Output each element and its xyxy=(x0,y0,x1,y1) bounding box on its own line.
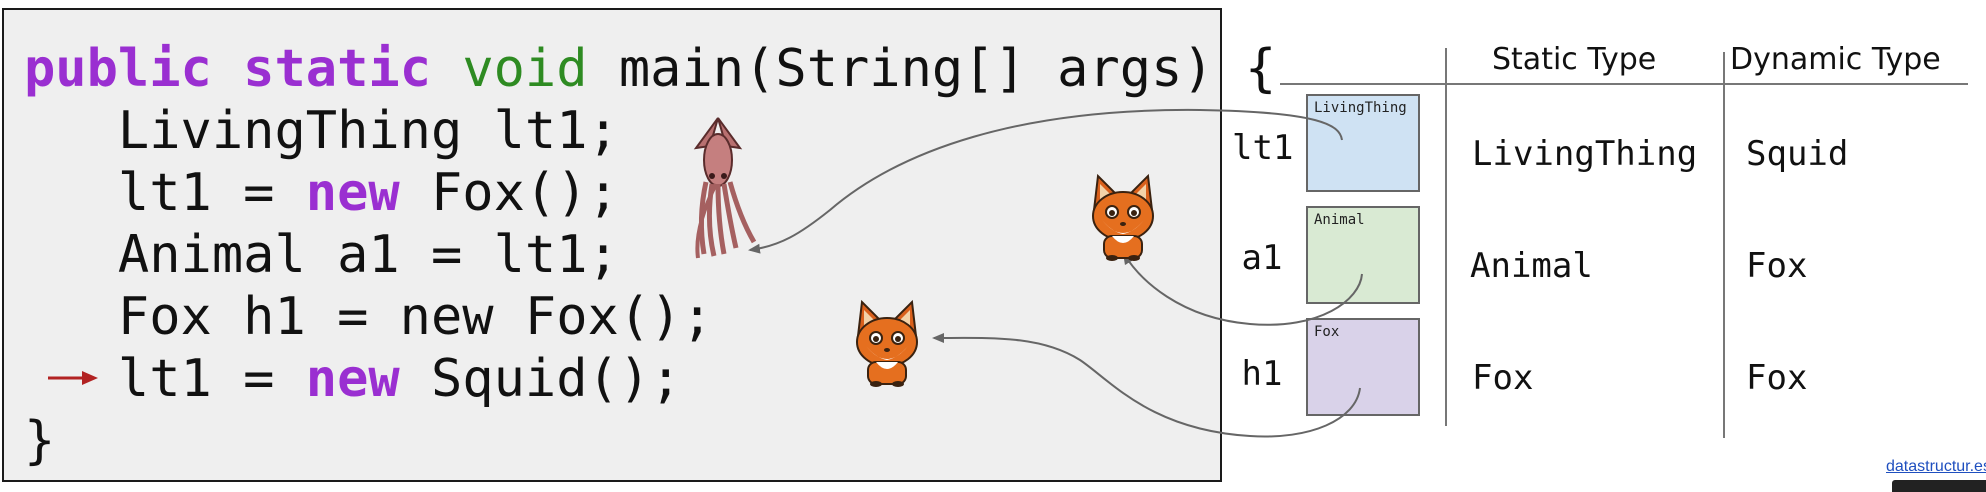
space xyxy=(431,39,462,99)
code-text: Fox(); xyxy=(399,163,619,223)
code-text: main(String[] args) { xyxy=(587,39,1277,99)
code-text: Squid(); xyxy=(399,349,682,409)
box-label-livingthing: LivingThing xyxy=(1314,100,1407,116)
box-label-fox: Fox xyxy=(1314,324,1340,340)
license-badge-icon xyxy=(1892,480,1986,492)
var-label-h1: h1 xyxy=(1241,354,1283,394)
box-lt1: LivingThing xyxy=(1306,94,1420,192)
current-line-arrow-icon xyxy=(48,371,98,385)
code-text: lt1 = xyxy=(24,163,306,223)
box-h1: Fox xyxy=(1306,318,1420,416)
keyword-void: void xyxy=(462,39,588,99)
code-panel: public static void main(String[] args) {… xyxy=(2,8,1276,482)
header-dynamic-type: Dynamic Type xyxy=(1730,42,1941,77)
space xyxy=(212,39,243,99)
dynamic-type-lt1: Squid xyxy=(1746,134,1849,174)
static-type-lt1: LivingThing xyxy=(1472,134,1698,174)
code-line-6: lt1 = new Squid(); xyxy=(24,348,682,410)
var-label-lt1: lt1 xyxy=(1232,128,1294,168)
code-line-1: public static void main(String[] args) { xyxy=(24,38,1276,100)
static-type-a1: Animal xyxy=(1470,246,1593,286)
keyword-new: new xyxy=(305,163,400,223)
header-static-type: Static Type xyxy=(1492,42,1657,77)
code-line-5: Fox h1 = new Fox(); xyxy=(24,287,713,347)
keyword-public: public xyxy=(24,39,212,99)
code-line-2: LivingThing lt1; xyxy=(24,101,619,161)
dynamic-type-h1: Fox xyxy=(1746,358,1808,398)
var-label-a1: a1 xyxy=(1241,238,1283,278)
code-line-4: Animal a1 = lt1; xyxy=(24,225,619,285)
box-a1: Animal xyxy=(1306,206,1420,304)
static-type-h1: Fox xyxy=(1472,358,1534,398)
keyword-new: new xyxy=(305,349,400,409)
box-label-animal: Animal xyxy=(1314,212,1365,228)
keyword-static: static xyxy=(243,39,431,99)
code-line-3: lt1 = new Fox(); xyxy=(24,162,619,224)
code-text: lt1 = xyxy=(24,349,306,409)
dynamic-type-a1: Fox xyxy=(1746,246,1808,286)
code-line-7: } xyxy=(24,411,56,471)
datastructures-link[interactable]: datastructur.es xyxy=(1886,458,1986,475)
